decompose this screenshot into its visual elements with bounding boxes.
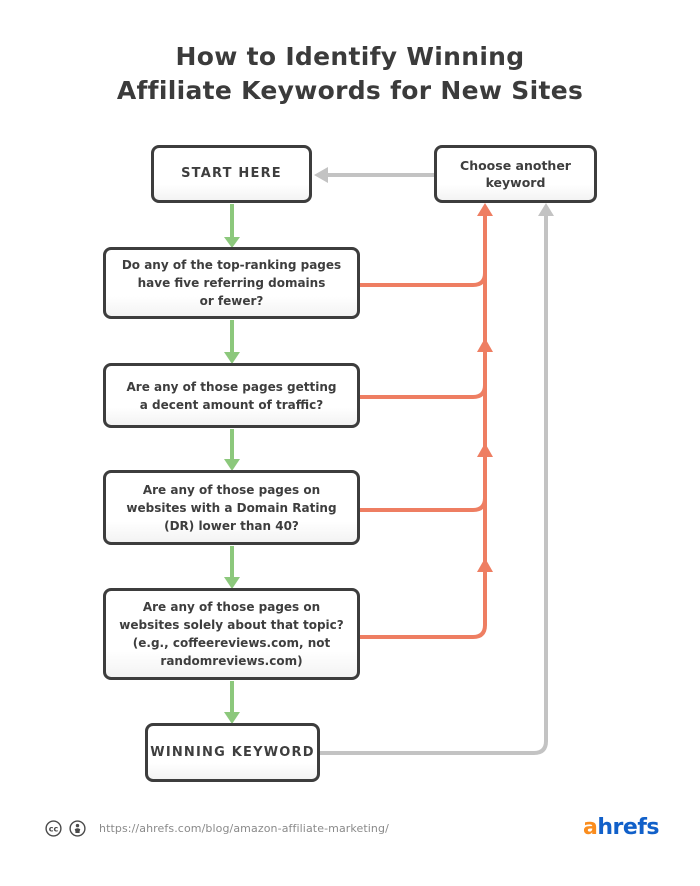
footer: cc https://ahrefs.com/blog/amazon-affili… [45,820,389,837]
node-choose-another-keyword: Choose another keyword [434,145,597,203]
ahrefs-logo-hrefs: hrefs [597,815,659,840]
edge-q1-to-choose [360,272,487,287]
edge-q3-to-choose [360,497,487,512]
svg-text:cc: cc [49,824,59,833]
edge-q2-to-q3 [224,429,240,471]
node-winning-keyword: WINNING KEYWORD [145,723,320,782]
page-title: How to Identify Winning Affiliate Keywor… [116,42,584,105]
attribution-icon [69,820,86,837]
edge-choose-to-start [314,167,434,183]
node-question-traffic: Are any of those pages getting a decent … [103,363,360,428]
edge-q3-to-q4 [224,546,240,589]
ahrefs-logo: ahrefs [583,815,659,840]
edge-winning-to-choose [320,203,554,755]
source-url: https://ahrefs.com/blog/amazon-affiliate… [99,822,389,835]
node-start-here: START HERE [151,145,312,203]
edge-start-to-q1 [224,204,240,248]
edge-q4-to-winning [224,681,240,724]
node-question-topic-site: Are any of those pages on websites solel… [103,588,360,680]
edge-q2-to-choose [360,384,487,399]
edge-q1-to-q2 [224,320,240,364]
node-question-domain-rating: Are any of those pages on websites with … [103,470,360,545]
ahrefs-logo-a: a [583,815,598,840]
node-question-referring-domains: Do any of the top-ranking pages have fiv… [103,247,360,319]
edge-red-trunk [360,203,493,639]
cc-icon: cc [45,820,62,837]
